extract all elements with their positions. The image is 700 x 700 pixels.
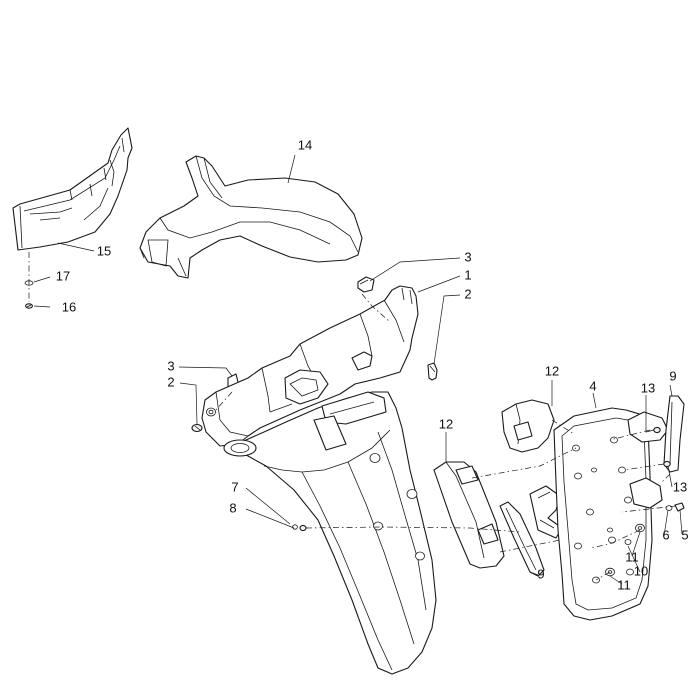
callout-9-upper: 9 [669, 368, 676, 383]
callout-7: 7 [231, 479, 238, 494]
reflector-9-top [663, 395, 685, 473]
callout-11-upper: 11 [625, 549, 639, 564]
part-1-rear-frame [201, 285, 419, 447]
washer-11-upper [635, 523, 645, 533]
callout-17: 17 [56, 268, 70, 283]
callout-2-left: 2 [167, 374, 174, 389]
screw-8 [299, 524, 307, 532]
rear-mudguard-shell [223, 391, 437, 675]
screw-16 [25, 303, 33, 309]
callout-8: 8 [229, 500, 236, 515]
callout-12-lower: 12 [439, 416, 453, 431]
screw-7 [292, 524, 298, 530]
screw-2-upper [427, 362, 438, 381]
callout-14: 14 [298, 137, 312, 152]
callout-16: 16 [62, 299, 76, 314]
bolt-13-upper [653, 426, 661, 434]
callout-13-lower: 13 [673, 479, 687, 494]
reflector-9-bottom [499, 501, 545, 577]
plate-holder-4 [553, 407, 669, 621]
callout-5: 5 [681, 527, 688, 542]
clip-3-upper [357, 276, 375, 293]
callout-2-upper: 2 [464, 286, 471, 301]
reflector-holder-12-right [501, 399, 555, 453]
callout-6: 6 [662, 527, 669, 542]
callout-15: 15 [97, 243, 111, 258]
callout-3-upper: 3 [464, 249, 471, 264]
callout-3-left: 3 [167, 358, 174, 373]
washer-10 [624, 539, 632, 545]
screw-2-left [191, 423, 203, 433]
part-14-inner-mudguard [139, 155, 363, 279]
leader-lines [33, 154, 683, 585]
plate-bracket [529, 485, 563, 539]
callout-4: 4 [589, 378, 596, 393]
bolt-13-lower [663, 460, 671, 468]
callout-1: 1 [464, 267, 471, 282]
callout-9-lower: 9 [537, 566, 544, 581]
callout-10: 10 [634, 563, 648, 578]
assembly-axes [213, 293, 677, 581]
screw-5 [674, 502, 685, 512]
callout-11-lower: 11 [617, 577, 631, 592]
reflector-holder-12-left [433, 461, 505, 569]
callout-12-upper: 12 [545, 363, 559, 378]
callout-labels: 14 15 17 16 3 1 2 3 2 12 4 13 9 12 7 8 1… [56, 137, 689, 592]
callout-13-upper: 13 [641, 380, 655, 395]
part-15-cover [12, 127, 133, 251]
